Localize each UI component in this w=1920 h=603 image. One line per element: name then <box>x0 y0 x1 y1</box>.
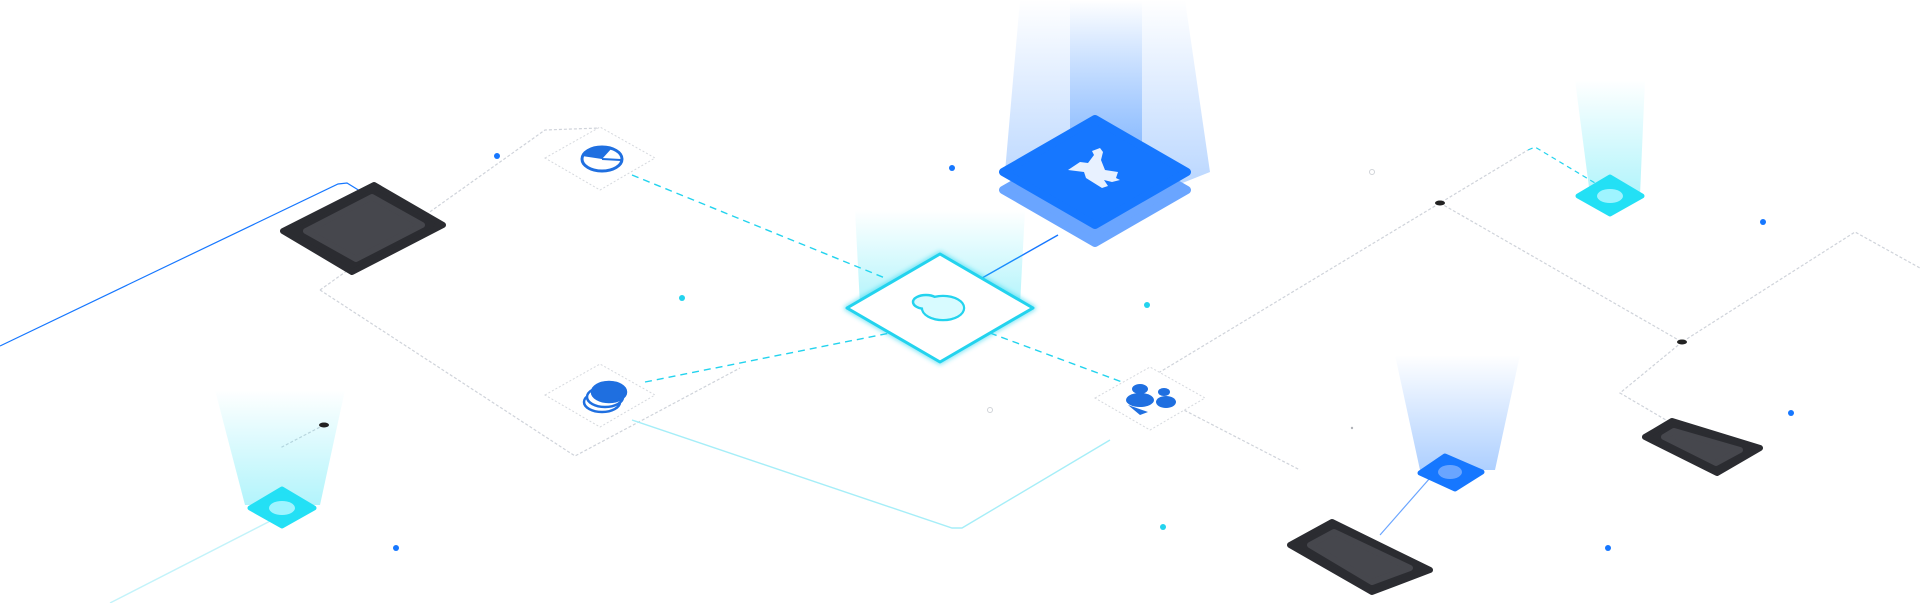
dark-device-tile <box>1642 418 1763 476</box>
cyan-node <box>1575 174 1645 217</box>
grid-lines <box>279 127 1920 471</box>
blue-node <box>1417 453 1485 492</box>
light-beam <box>1395 355 1520 470</box>
decorative-dots <box>319 153 1794 551</box>
connector-line <box>1379 477 1431 536</box>
cloud-node <box>844 251 1036 365</box>
pie-chart-icon <box>580 145 624 173</box>
light-beam <box>215 390 345 505</box>
light-beam <box>1575 80 1645 195</box>
users-icon <box>1126 384 1176 415</box>
cyan-node <box>247 486 317 529</box>
dark-device-tile <box>1287 519 1433 595</box>
map-icon <box>1068 148 1120 188</box>
dark-device-tile <box>280 182 446 275</box>
cyan-connectors <box>109 174 1123 603</box>
database-icon <box>582 380 628 414</box>
cloud-icon <box>911 293 966 322</box>
map-node <box>999 115 1191 247</box>
connector-line <box>1527 146 1601 187</box>
